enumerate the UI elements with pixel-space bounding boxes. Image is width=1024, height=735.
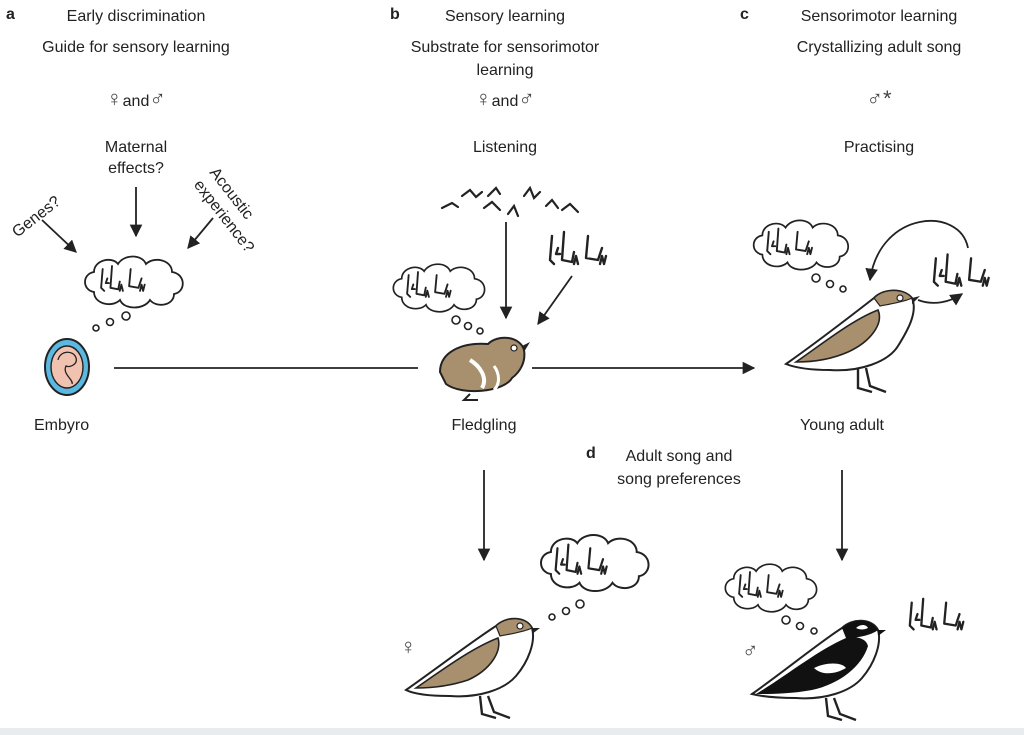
panel-d-title-line1: Adult song and bbox=[625, 448, 733, 465]
maternal-effects-label-line2: effects? bbox=[108, 160, 164, 177]
panel-c-title: Sensorimotor learning bbox=[800, 8, 958, 25]
young-adult-thought-cloud bbox=[752, 219, 850, 293]
female-symbol: ♀ bbox=[106, 86, 123, 111]
male-thought-cloud bbox=[724, 563, 818, 635]
panel-b-subtitle-line1: Substrate for sensorimotor bbox=[410, 39, 600, 56]
panel-a-sexes: ♀and♂ bbox=[106, 88, 166, 113]
flying-birds bbox=[440, 185, 580, 218]
practising-output-arrow bbox=[917, 293, 964, 306]
embryo-egg bbox=[44, 338, 90, 396]
panel-a-letter: a bbox=[6, 6, 15, 23]
female-thought-cloud bbox=[539, 533, 650, 621]
song-notes-heard bbox=[548, 230, 608, 266]
and-label: and bbox=[491, 93, 519, 110]
song-notes-produced bbox=[932, 253, 990, 287]
panel-b-subtitle-line2: learning bbox=[476, 62, 534, 79]
maternal-effects-label-line1: Maternal bbox=[104, 139, 168, 156]
male-adult-symbol: ♂ bbox=[742, 638, 759, 663]
fledgling-label: Fledgling bbox=[451, 417, 517, 434]
bottom-border bbox=[0, 728, 1024, 735]
panel-c-subtitle: Crystallizing adult song bbox=[796, 39, 962, 56]
male-symbol: ♂ bbox=[518, 86, 535, 111]
panel-b-title: Sensory learning bbox=[444, 8, 566, 25]
male-adult-bird bbox=[749, 619, 886, 722]
panel-d-title-line2: song preferences bbox=[617, 471, 741, 488]
song-notes-male bbox=[908, 597, 965, 631]
fledgling-thought-cloud bbox=[392, 263, 486, 335]
panel-c-letter: c bbox=[740, 6, 749, 23]
panel-b-letter: b bbox=[390, 6, 400, 23]
listening-label: Listening bbox=[472, 139, 538, 156]
practising-feedback-arrow bbox=[865, 220, 969, 282]
and-label: and bbox=[122, 93, 150, 110]
panel-b-sexes: ♀and♂ bbox=[475, 88, 535, 113]
practising-label: Practising bbox=[843, 139, 915, 156]
male-symbol: ♂ bbox=[149, 86, 166, 111]
panel-d-letter: d bbox=[586, 445, 596, 462]
fledgling-bird bbox=[438, 336, 530, 401]
panel-a-title: Early discrimination bbox=[66, 8, 206, 25]
young-adult-label: Young adult bbox=[800, 417, 884, 434]
female-adult-bird bbox=[404, 617, 540, 720]
acoustic-arrow bbox=[187, 217, 214, 249]
female-adult-symbol: ♀ bbox=[400, 634, 417, 659]
embryo-label: Embyro bbox=[34, 417, 90, 434]
embryo-thought-cloud bbox=[84, 255, 184, 332]
panel-c-sexes: ♂* bbox=[866, 86, 892, 111]
arrow-song-to-fledgling bbox=[537, 275, 573, 326]
genes-arrow bbox=[41, 219, 77, 253]
female-symbol: ♀ bbox=[475, 86, 492, 111]
panel-a-subtitle: Guide for sensory learning bbox=[42, 39, 230, 56]
young-adult-bird bbox=[783, 289, 920, 394]
